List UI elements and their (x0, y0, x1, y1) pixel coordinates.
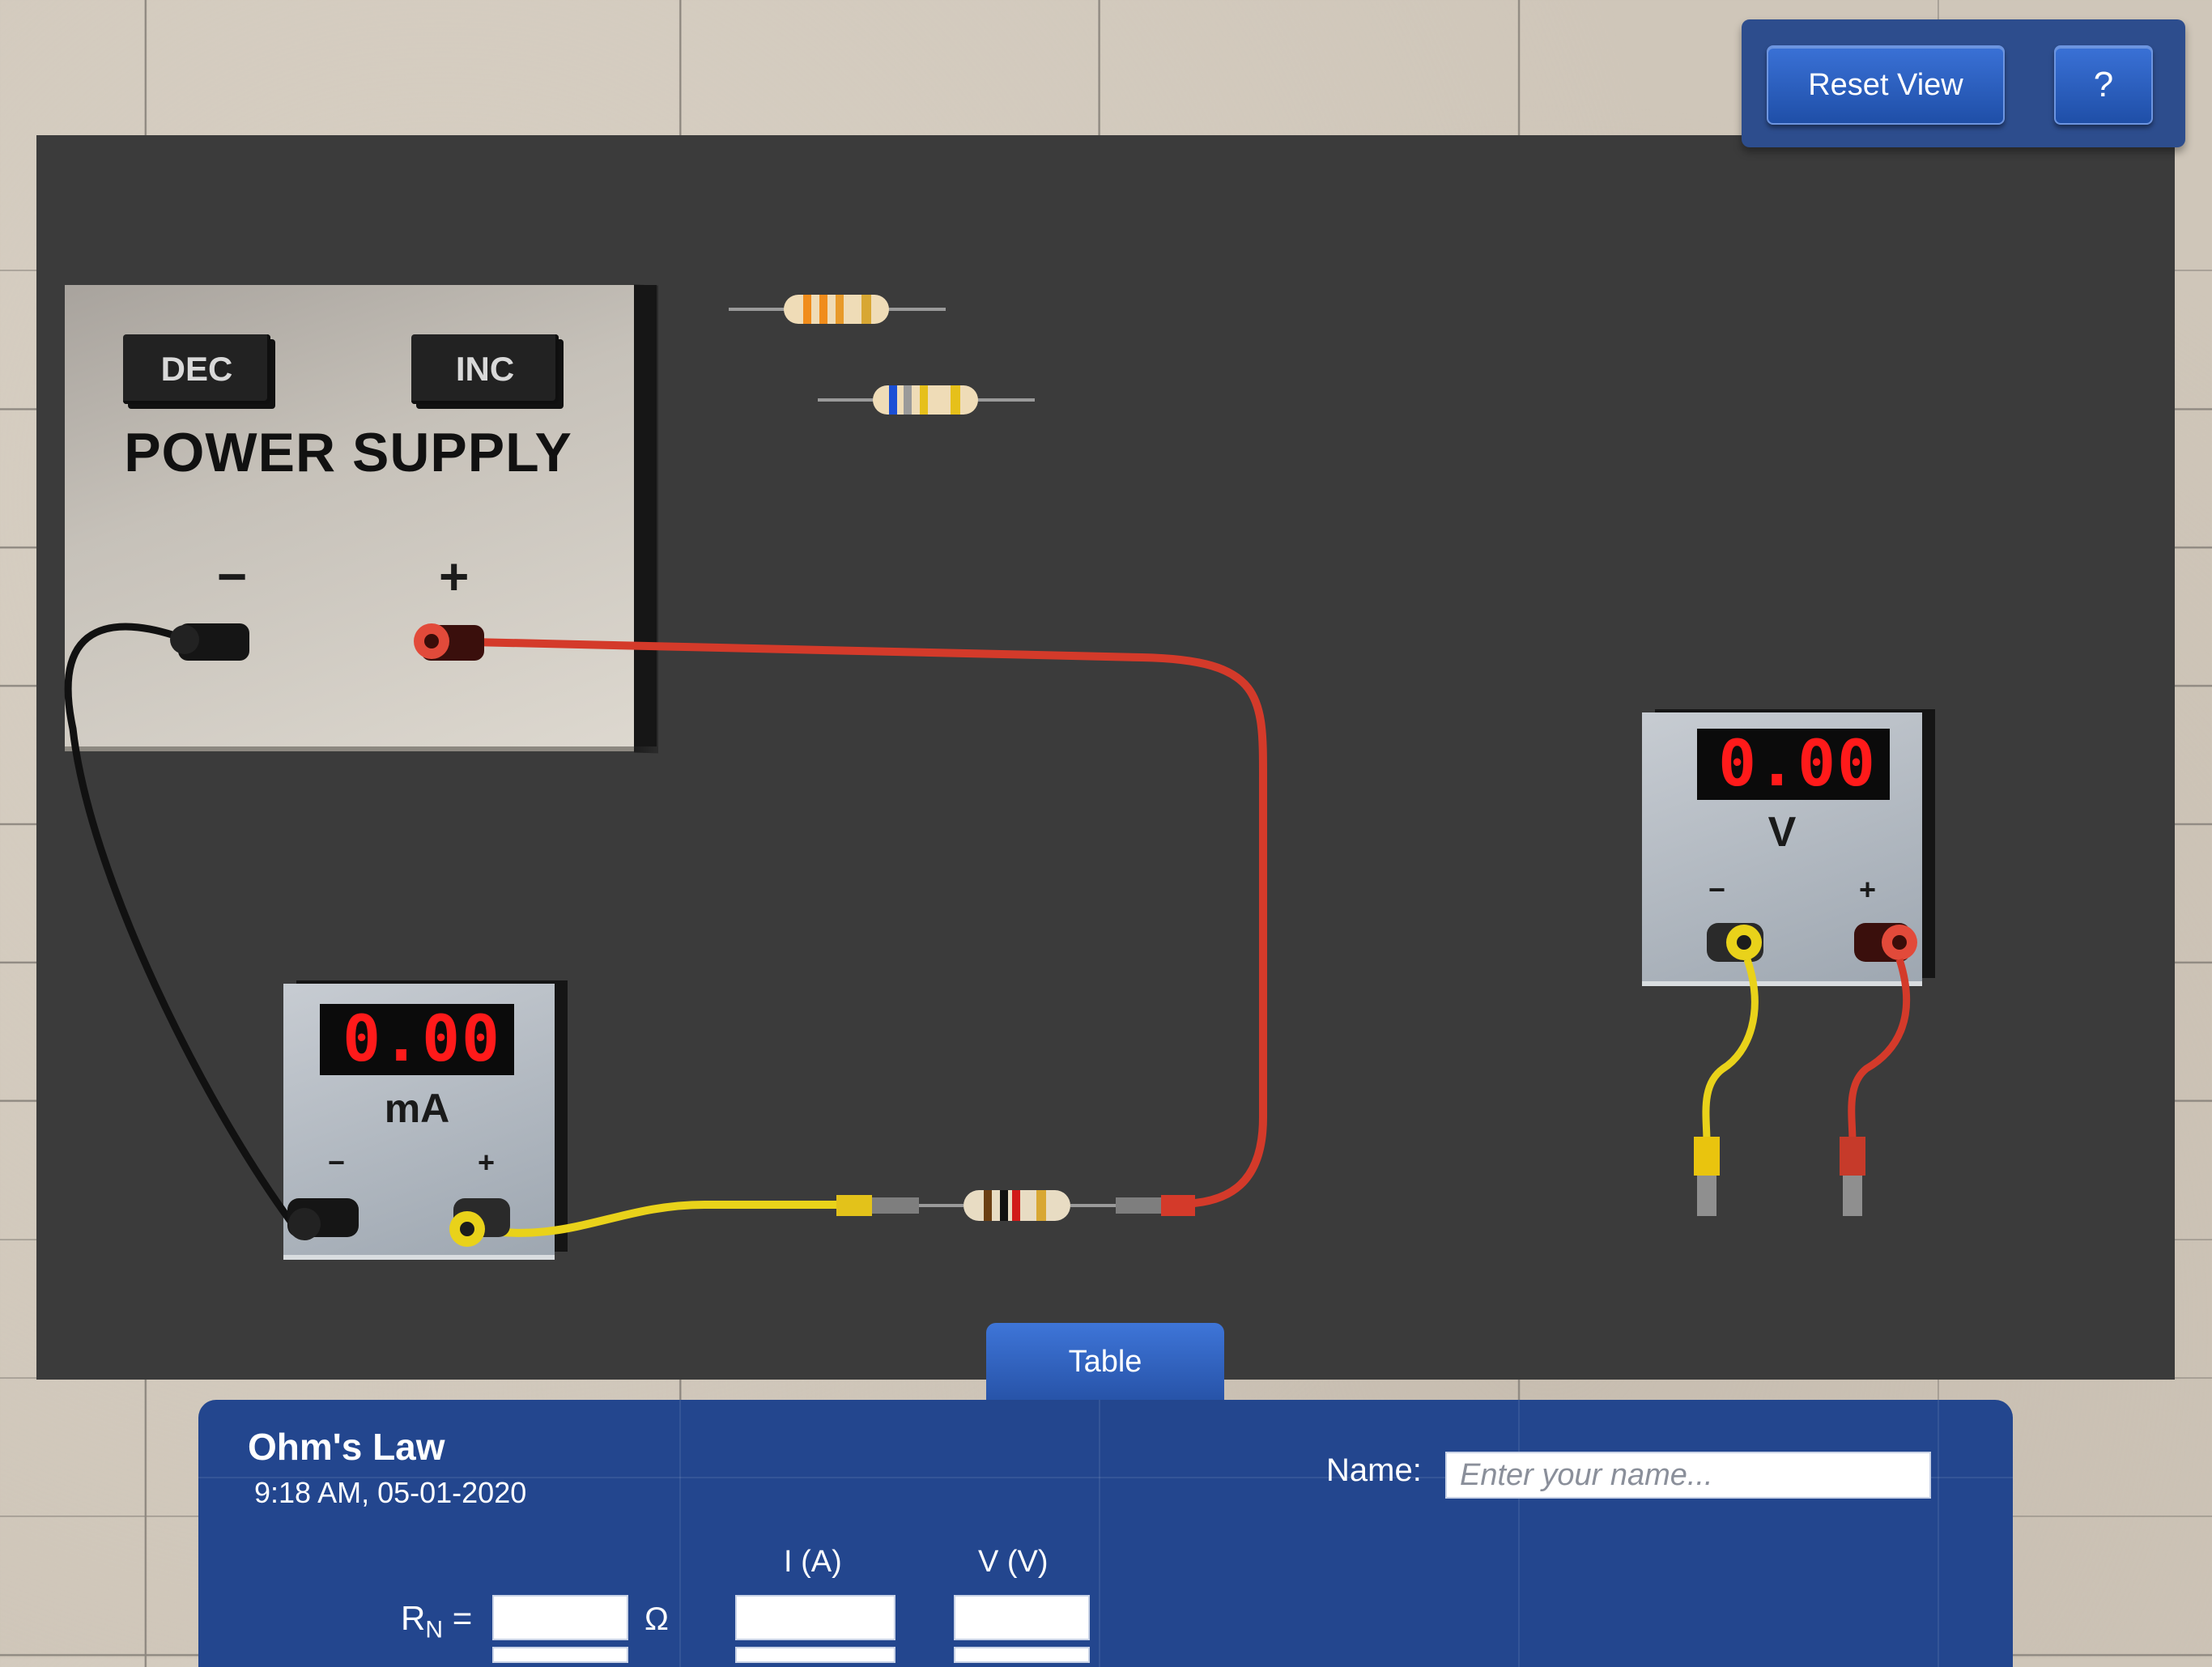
voltmeter-display: 0.00 (1697, 728, 1890, 801)
resistance-symbol: R (401, 1599, 426, 1637)
reset-view-button[interactable]: Reset View (1767, 45, 2005, 125)
resistance-input-next-row[interactable] (492, 1647, 628, 1663)
power-supply-plus-label: + (439, 547, 470, 606)
equals-sign: = (452, 1599, 473, 1637)
name-label: Name: (1326, 1452, 1422, 1488)
power-supply-side (634, 284, 658, 754)
tab-table[interactable]: Table (986, 1323, 1224, 1401)
name-input[interactable] (1445, 1452, 1931, 1499)
ammeter-unit: mA (384, 1086, 450, 1131)
voltage-input[interactable] (954, 1595, 1090, 1640)
help-button[interactable]: ? (2054, 45, 2153, 125)
resistance-row-label: RN = (401, 1599, 472, 1644)
voltmeter-minus-label: − (1708, 873, 1726, 906)
inc-button[interactable]: INC (411, 334, 559, 404)
column-header-current: I (A) (784, 1545, 842, 1579)
ammeter-plus-label: + (478, 1146, 496, 1179)
current-input-next-row[interactable] (735, 1647, 895, 1663)
voltmeter-plus-label: + (1859, 873, 1877, 906)
voltmeter-unit: V (1767, 809, 1797, 856)
ohm-unit-label: Ω (644, 1601, 669, 1637)
resistance-subscript: N (425, 1616, 444, 1644)
voltage-input-next-row[interactable] (954, 1647, 1090, 1663)
table-timestamp: 9:18 AM, 05-01-2020 (254, 1476, 527, 1509)
ammeter-display: 0.00 (320, 1003, 514, 1076)
current-input[interactable] (735, 1595, 895, 1640)
ammeter-minus-label: − (328, 1146, 346, 1179)
power-supply-minus-label: − (217, 547, 248, 606)
column-header-voltage: V (V) (978, 1545, 1049, 1579)
table-title: Ohm's Law (248, 1426, 445, 1468)
power-supply-title: POWER SUPPLY (124, 422, 572, 483)
dec-button[interactable]: DEC (123, 334, 270, 404)
resistance-input[interactable] (492, 1595, 628, 1640)
